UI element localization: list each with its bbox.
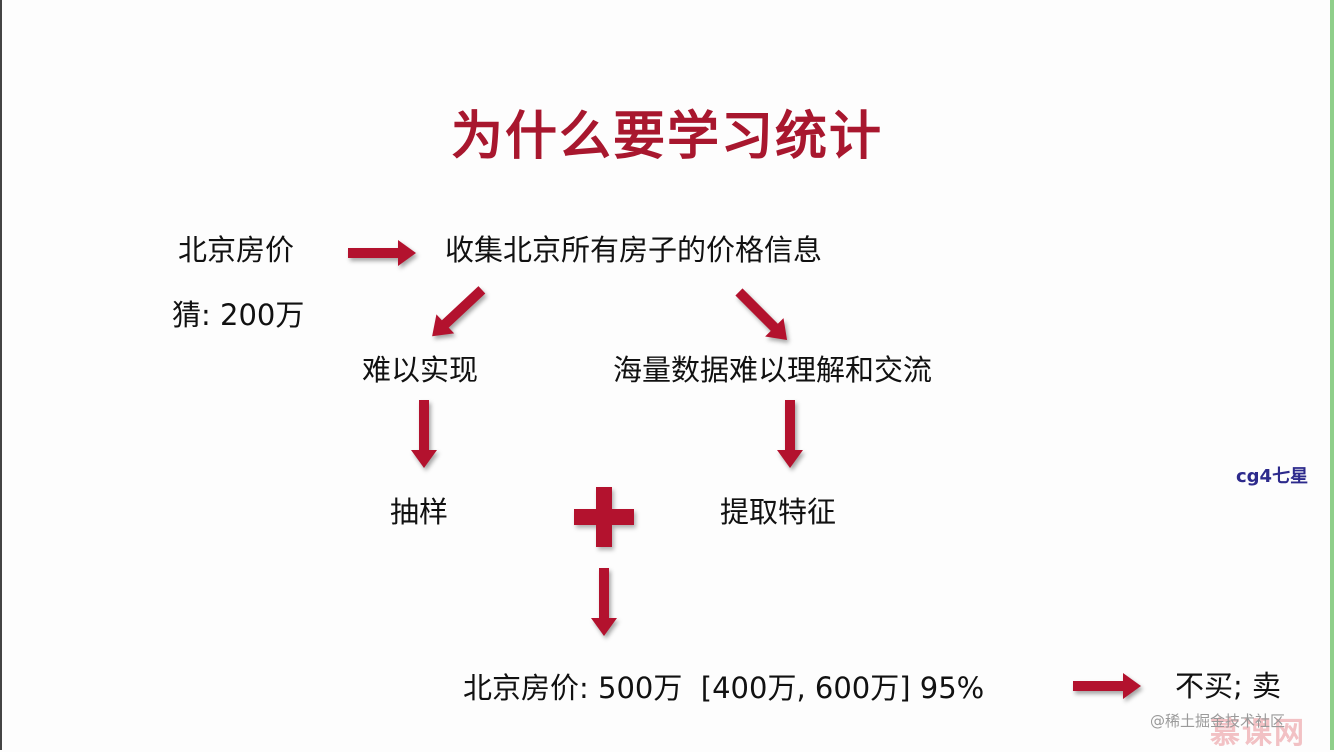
collect-text: 收集北京所有房子的价格信息 <box>445 233 823 267</box>
arrow-right-icon <box>1073 673 1141 699</box>
result-text: 北京房价: 500万 [400万, 600万] 95% <box>463 671 985 705</box>
arrow-down-left-icon <box>432 286 486 337</box>
start-label: 北京房价 <box>178 233 295 267</box>
hard-to-do-text: 难以实现 <box>362 353 479 387</box>
plus-icon <box>574 487 634 547</box>
arrow-down-right-icon <box>735 288 788 341</box>
feature-extraction-text: 提取特征 <box>720 495 837 529</box>
brand-label: cg4七星 <box>1236 466 1309 487</box>
slide-title: 为什么要学习统计 <box>450 107 883 167</box>
arrow-down-icon <box>777 400 803 468</box>
decision-text: 不买; 卖 <box>1175 669 1281 703</box>
window-edge-left <box>0 0 2 750</box>
arrow-right-icon <box>348 240 416 266</box>
arrow-down-icon <box>411 400 437 468</box>
watermark-logo: 慕课网 <box>1210 716 1306 751</box>
arrow-down-icon <box>591 568 617 636</box>
hard-to-understand-text: 海量数据难以理解和交流 <box>613 353 933 387</box>
window-edge-right <box>1330 0 1334 750</box>
watermark-text: @稀土掘金技术社区 <box>1150 712 1286 730</box>
sampling-text: 抽样 <box>390 495 449 529</box>
guess-text: 猜: 200万 <box>172 298 305 332</box>
